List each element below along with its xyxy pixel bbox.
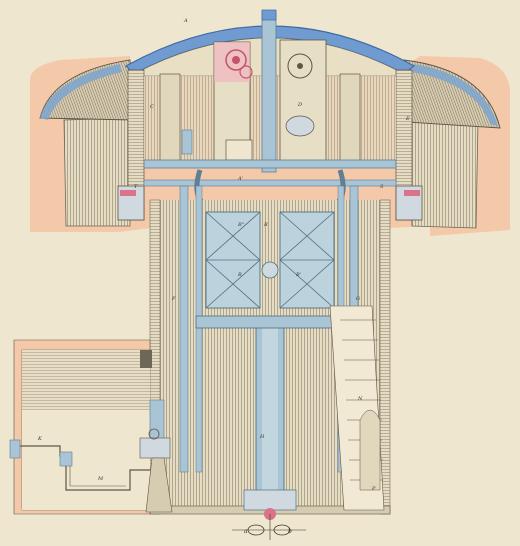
left-glacis: [39, 59, 135, 121]
label-c1: C: [150, 104, 154, 110]
label-h1: H: [259, 434, 265, 440]
drum: [285, 115, 315, 137]
breech-red-zone: [214, 42, 250, 82]
left-cylinder: [181, 129, 193, 155]
column-left-outer: [179, 185, 189, 473]
annex-doorway: [140, 350, 152, 368]
label-s1: S: [380, 184, 384, 190]
annex-back-wall: [22, 350, 150, 410]
label-k1: K: [37, 436, 42, 442]
label-b3: B'': [237, 222, 244, 228]
shaft-cap: [261, 9, 277, 21]
piston-base: [243, 489, 297, 511]
left-apparatus: [159, 73, 181, 165]
label-section-b: b: [288, 528, 292, 535]
right-glacis: [403, 59, 501, 129]
label-m1: M: [97, 476, 104, 482]
label-b2: B': [295, 272, 301, 278]
label-a1: A: [183, 18, 188, 24]
label-n1: N: [357, 396, 363, 402]
label-b1: B: [237, 272, 242, 278]
elevating-wheel: [287, 53, 313, 79]
central-shaft-upper: [261, 11, 277, 173]
turret-deck: [143, 159, 397, 169]
left-glacis-blue-rim: [40, 64, 122, 120]
roller-left-red: [120, 190, 136, 196]
breech-block: [225, 139, 253, 161]
label-section-a: a: [244, 528, 248, 535]
truss-frames: [205, 211, 335, 309]
label-d1: D: [297, 102, 302, 108]
gun-housing-right: [279, 39, 327, 163]
gear-hub-left: [232, 56, 240, 64]
label-a2: A': [237, 176, 243, 182]
annex-pump: [139, 399, 173, 513]
roller-right-red: [404, 190, 420, 196]
annex-pipework: [9, 439, 150, 491]
label-p1: P: [371, 486, 376, 492]
label-t1: T: [134, 184, 138, 190]
gear-wheel-left: [225, 49, 247, 71]
crosshead-beam: [195, 315, 345, 329]
label-f1: F: [171, 296, 176, 302]
staircase: [329, 305, 385, 511]
elevating-hub: [297, 63, 303, 69]
section-marker: [232, 514, 306, 540]
ring-beam: [143, 179, 397, 187]
column-left-inner: [195, 185, 203, 473]
label-g1: G: [356, 296, 360, 302]
label-e1: E: [405, 116, 410, 122]
piston-highlight: [262, 318, 278, 498]
right-apparatus: [339, 73, 361, 165]
gear-wheel-small: [239, 65, 253, 79]
label-r1: R: [263, 222, 268, 228]
central-pinion: [261, 261, 279, 279]
right-glacis-blue-rim: [412, 64, 498, 126]
